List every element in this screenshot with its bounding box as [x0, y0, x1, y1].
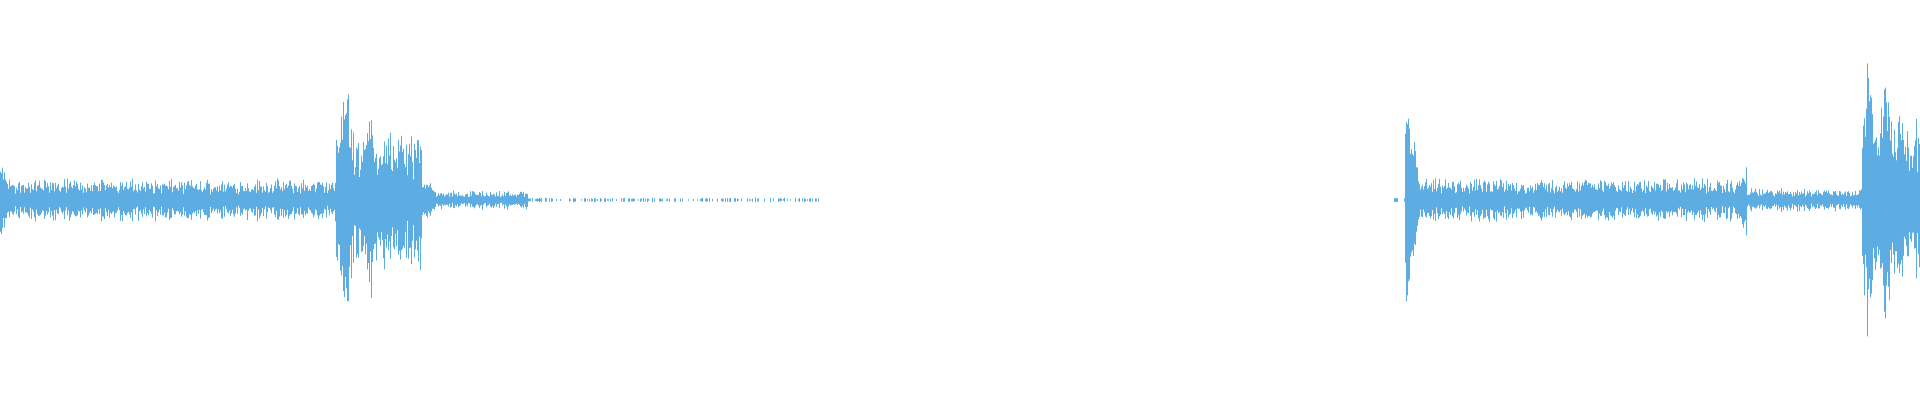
- waveform-path: [0, 63, 1920, 337]
- waveform-bars: [0, 63, 1920, 337]
